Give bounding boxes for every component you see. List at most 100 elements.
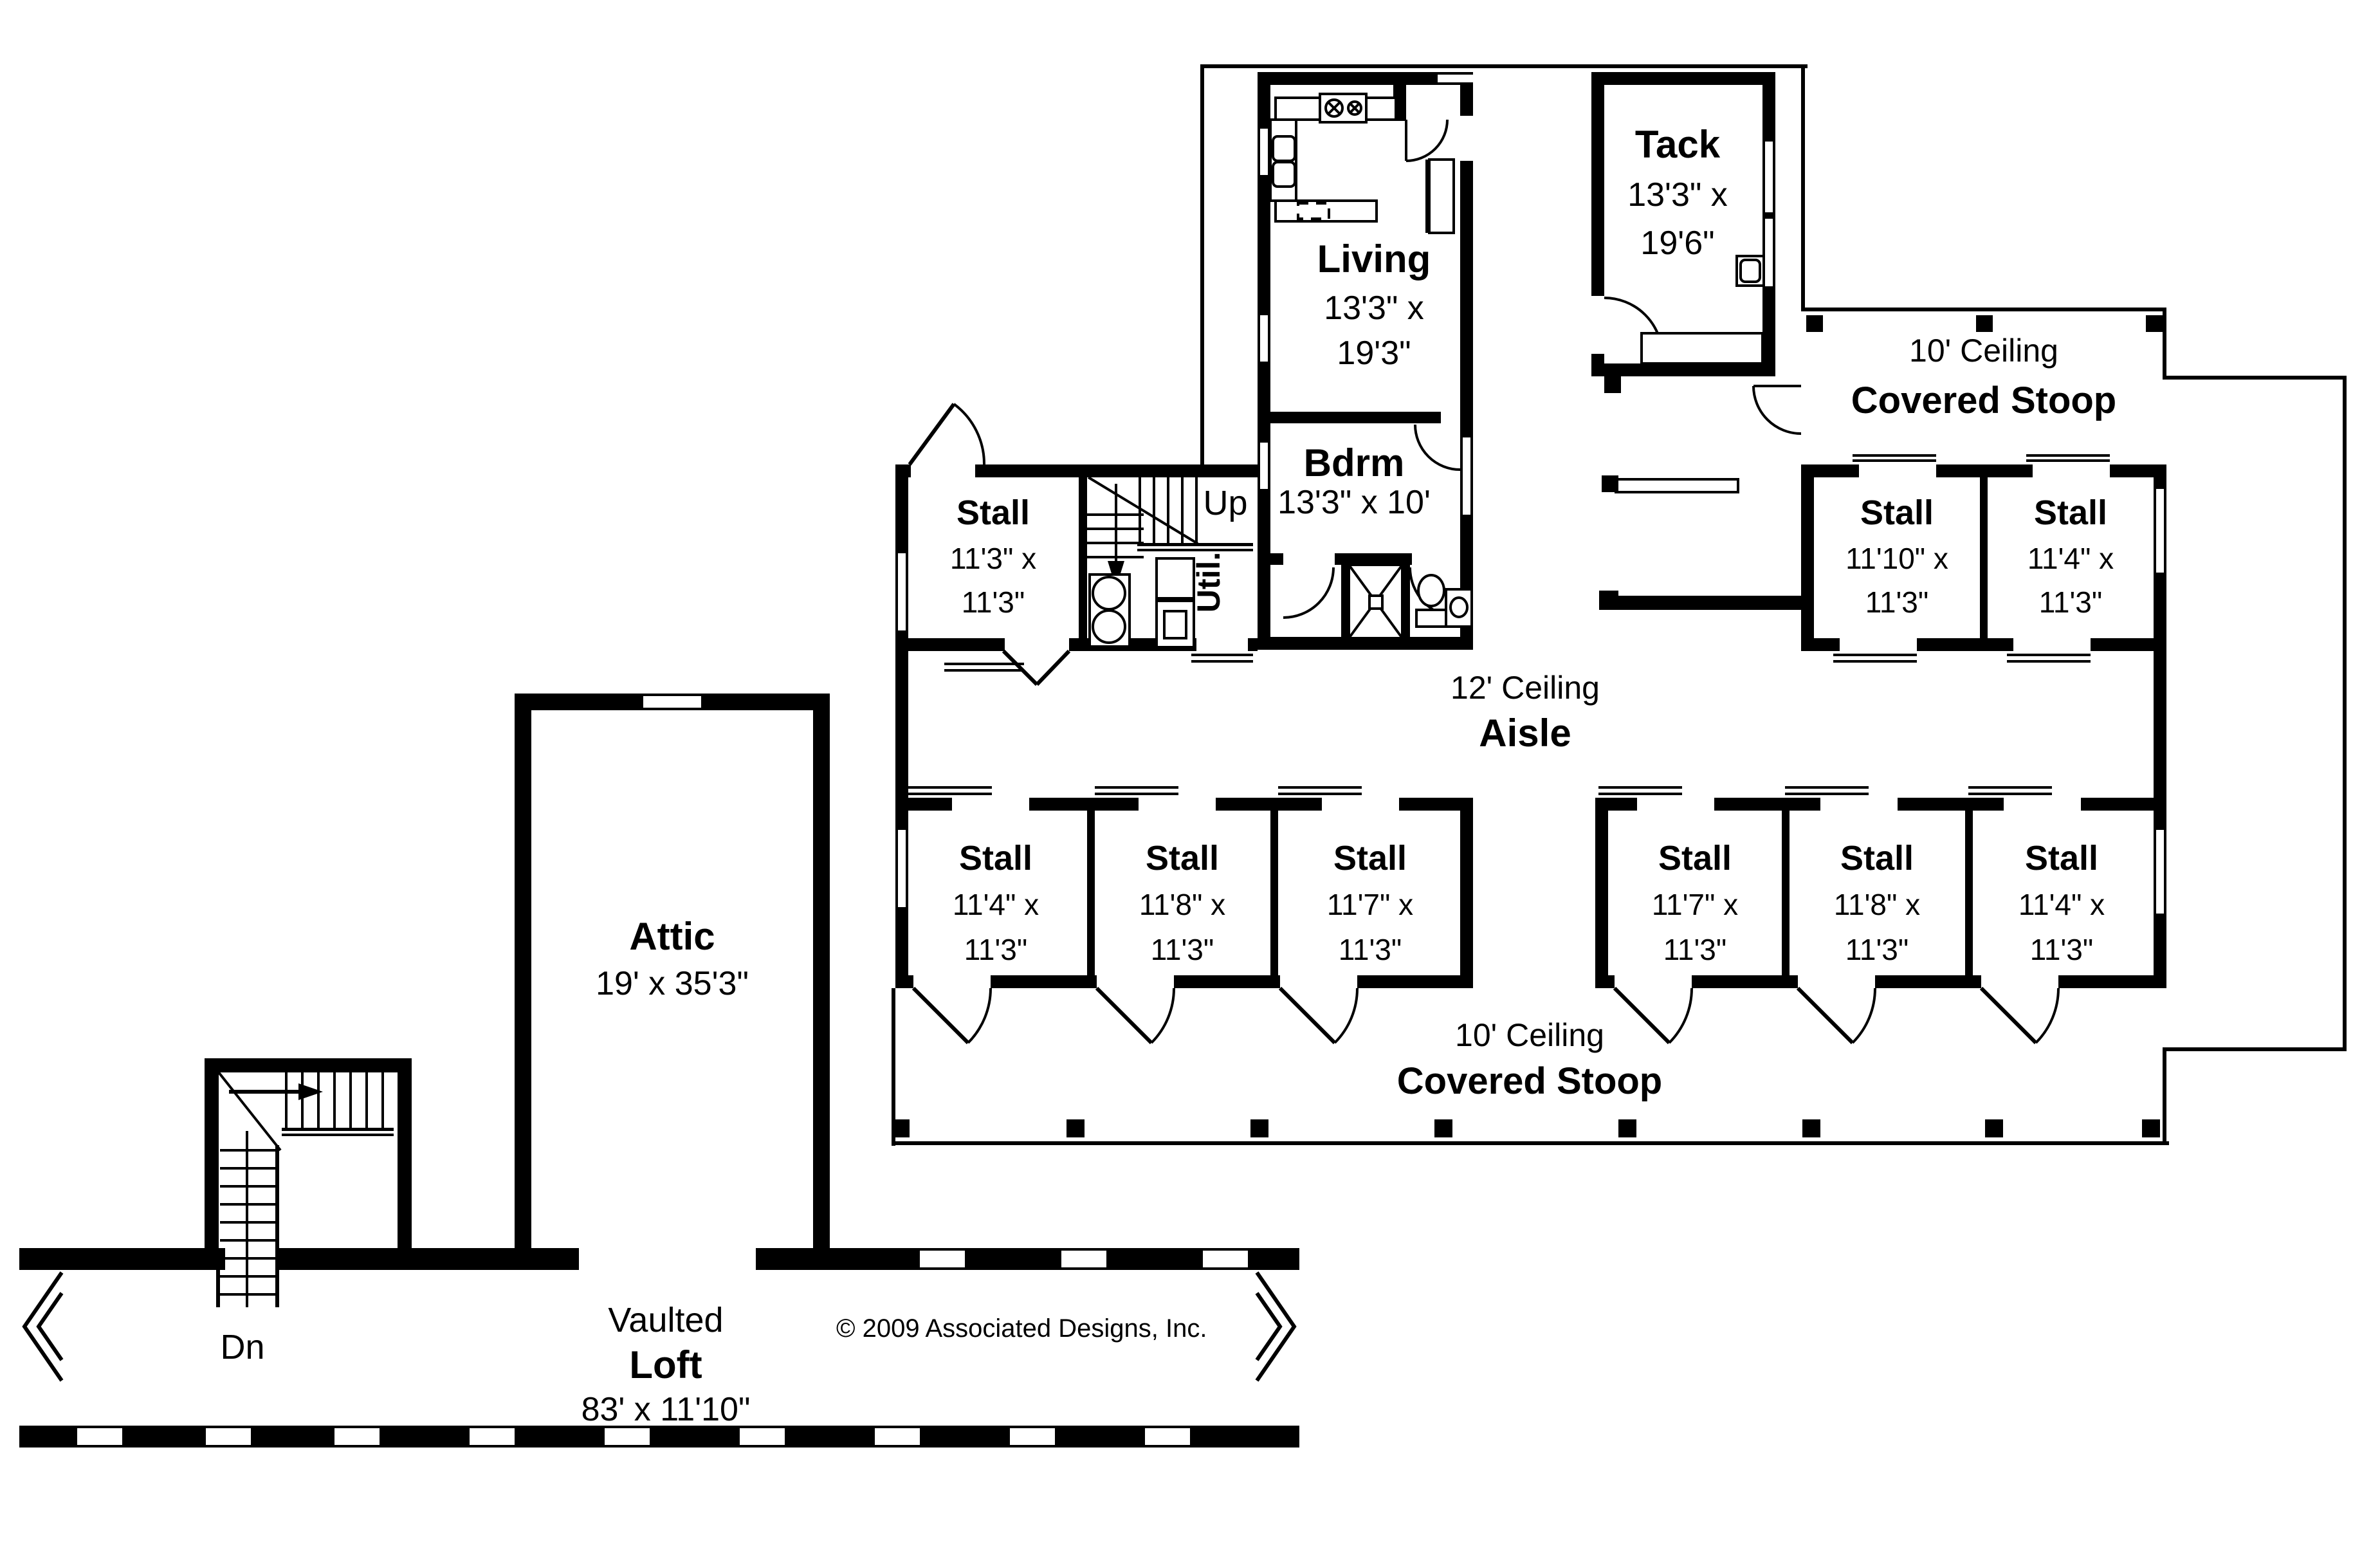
wall <box>1270 412 1441 423</box>
porch-post <box>1985 1119 2003 1137</box>
stove-burner <box>1328 102 1341 115</box>
wall <box>1270 553 1283 565</box>
wall <box>1898 798 2004 811</box>
window-marker <box>920 1248 965 1270</box>
stair-direction-arrow <box>298 1083 323 1100</box>
stoop-edge-line <box>2163 308 2166 380</box>
window-marker <box>1010 1426 1055 1448</box>
shower <box>1348 564 1404 639</box>
window-marker <box>605 1426 650 1448</box>
wall <box>1341 565 1349 639</box>
bench <box>1615 478 1739 493</box>
wall <box>1087 811 1095 975</box>
door-arc <box>967 988 993 1044</box>
room-dim-tack: 19'6" <box>1640 225 1714 262</box>
sliding-door-track <box>1278 793 1362 795</box>
porch-post <box>1806 315 1823 332</box>
window-marker <box>206 1426 251 1448</box>
window-marker <box>1258 315 1270 362</box>
wall <box>1258 637 1473 650</box>
wall <box>515 694 531 1270</box>
door-opening <box>1460 116 1473 161</box>
room-label-stall: Stall <box>959 839 1032 878</box>
wall <box>1399 798 1473 811</box>
wall <box>1248 638 1258 651</box>
threshold <box>1191 654 1253 656</box>
stoop-posts <box>892 315 2163 1137</box>
room-label-stall: Stall <box>1658 839 1732 878</box>
window-marker <box>1762 219 1775 286</box>
stoop-ceiling-label: 10' Ceiling <box>1455 1017 1604 1053</box>
wall <box>1801 464 1859 477</box>
wall <box>1258 72 1473 85</box>
sliding-door-track <box>908 786 992 789</box>
sliding-door-track <box>1833 660 1917 663</box>
stove <box>1319 93 1368 124</box>
sliding-door-track <box>1968 793 2052 795</box>
wall <box>895 638 1005 651</box>
covered-stoop-label: Covered Stoop <box>1397 1060 1663 1102</box>
porch-post <box>2146 315 2163 332</box>
door-arc <box>1668 988 1694 1044</box>
wall <box>1591 72 1775 85</box>
door-leaf <box>1796 986 1854 1045</box>
room-dim-living: 19'3" <box>1337 335 1411 372</box>
roof-line <box>1801 64 1805 311</box>
door-leaf <box>911 986 970 1045</box>
paddock-edge-line <box>2163 376 2347 380</box>
porch-post <box>2142 1119 2160 1137</box>
wall <box>813 694 830 1270</box>
stair-rail <box>275 1145 279 1307</box>
sliding-door-track <box>908 793 992 795</box>
wall <box>895 975 913 988</box>
room-dim-stall: 11'4" x <box>953 888 1039 921</box>
window-marker <box>875 1426 920 1448</box>
wall <box>991 975 1097 988</box>
stoop-ceiling-label: 10' Ceiling <box>1909 333 2058 369</box>
wall <box>1335 553 1412 565</box>
sliding-door-track <box>1785 786 1869 789</box>
sliding-door-track <box>1278 786 1362 789</box>
wall <box>1216 798 1322 811</box>
shower-drain <box>1368 594 1384 610</box>
sliding-door-track <box>1833 654 1917 656</box>
kitchen-sink <box>1272 135 1296 162</box>
living-building <box>1258 72 1473 650</box>
threshold <box>1191 660 1253 663</box>
door-leaf <box>1002 649 1039 686</box>
sliding-door-track <box>944 663 1024 665</box>
refrigerator <box>1428 158 1455 234</box>
room-dim-stall: 11'3" <box>962 585 1025 619</box>
stall-doors <box>911 986 2060 1045</box>
window-marker <box>1438 72 1473 85</box>
wall <box>975 464 1258 477</box>
stair-landing <box>282 1134 394 1136</box>
room-dim-stall: 11'3" <box>964 933 1027 966</box>
stoop-edge-line <box>892 1141 2169 1145</box>
porch-post <box>1802 1119 1820 1137</box>
sliding-door-track <box>1968 786 2052 789</box>
porch-post <box>1602 475 1618 492</box>
stoop-edge-line <box>1801 308 2166 311</box>
stair-diagonal <box>1087 476 1199 545</box>
wall <box>1079 477 1087 638</box>
room-label-bdrm: Bdrm <box>1304 441 1405 484</box>
sliding-door-track <box>1598 793 1682 795</box>
room-dim-stall: 11'3" <box>1151 933 1214 966</box>
wall <box>1357 975 1473 988</box>
wall <box>1936 464 2033 477</box>
wall <box>1714 798 1820 811</box>
rail-wall <box>1608 596 1805 610</box>
wall <box>895 464 908 988</box>
stove-burner <box>1349 102 1360 114</box>
wall <box>2058 975 2166 988</box>
wall <box>1595 798 1608 988</box>
wall <box>895 798 952 811</box>
wall <box>1591 363 1775 376</box>
toilet <box>1415 609 1447 628</box>
wall <box>2110 464 2166 477</box>
room-dim-stall: 11'3" <box>1339 933 1402 966</box>
room-label-stall: Stall <box>1860 493 1934 532</box>
sliding-door-track <box>2007 660 2091 663</box>
